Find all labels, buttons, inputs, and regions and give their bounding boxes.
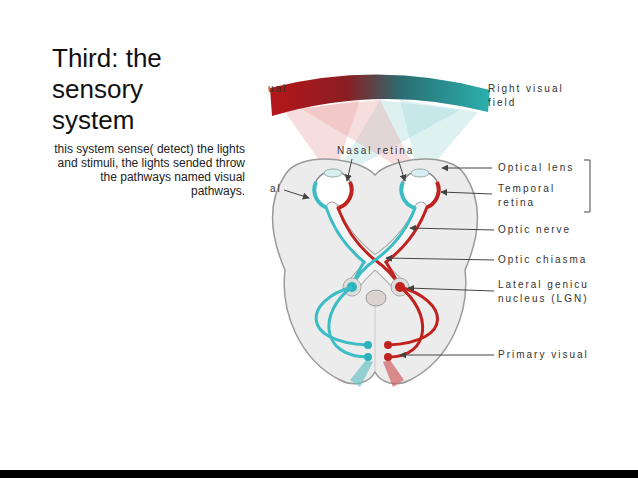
leader-line [398,159,405,181]
body-text: this system sense( detect) the lights an… [53,142,245,198]
lens [411,169,429,177]
cortex-dot [384,341,392,349]
slide-title: Third: the sensory system [52,43,202,136]
leader-line [347,159,352,181]
leader-line [400,355,494,356]
optic-radiation [329,287,368,357]
part-label: Right visual field [488,82,588,110]
leader-line [386,258,494,260]
optic-nerve-bundle [332,208,375,287]
leader-line [410,228,494,230]
optic-nerve-bundle [332,208,375,287]
visual-cortex [350,360,373,387]
part-label: Optic chiasma [498,253,608,267]
midline [375,300,376,372]
nerve-fiber [352,208,415,287]
optic-radiation [388,287,423,357]
leader-line [441,192,492,194]
temporal-retina [425,182,439,208]
part-label: Optic nerve [498,223,598,237]
part-label: Primary visual [498,348,618,362]
bracket [584,160,590,212]
temporal-retina [314,182,328,208]
leader-line [408,288,494,291]
part-label: Lateral genicu nucleus (LGN) [498,278,610,306]
optic-nerve-bundle [375,208,421,287]
part-label: Temporal retina [498,182,573,210]
nasal-retina [338,182,352,208]
optic-nerve-bundle [375,208,421,287]
cortex-dot [364,341,372,349]
bottom-bar [0,470,638,478]
brain-outline [272,159,477,384]
cortex-dot [384,353,392,361]
nasal-retina [401,182,415,208]
leader-line [442,168,492,169]
optic-radiation [388,287,438,345]
lens [324,169,342,177]
part-label: al [270,182,300,196]
visual-cortex [383,360,404,387]
part-label: Nasal retina [337,144,437,158]
brainstem [366,290,386,306]
part-label: ual [268,82,308,96]
cortex-dot [364,353,372,361]
leader-line [284,190,309,198]
visual-field-arc [270,74,490,116]
part-label: Optical lens [498,161,598,175]
